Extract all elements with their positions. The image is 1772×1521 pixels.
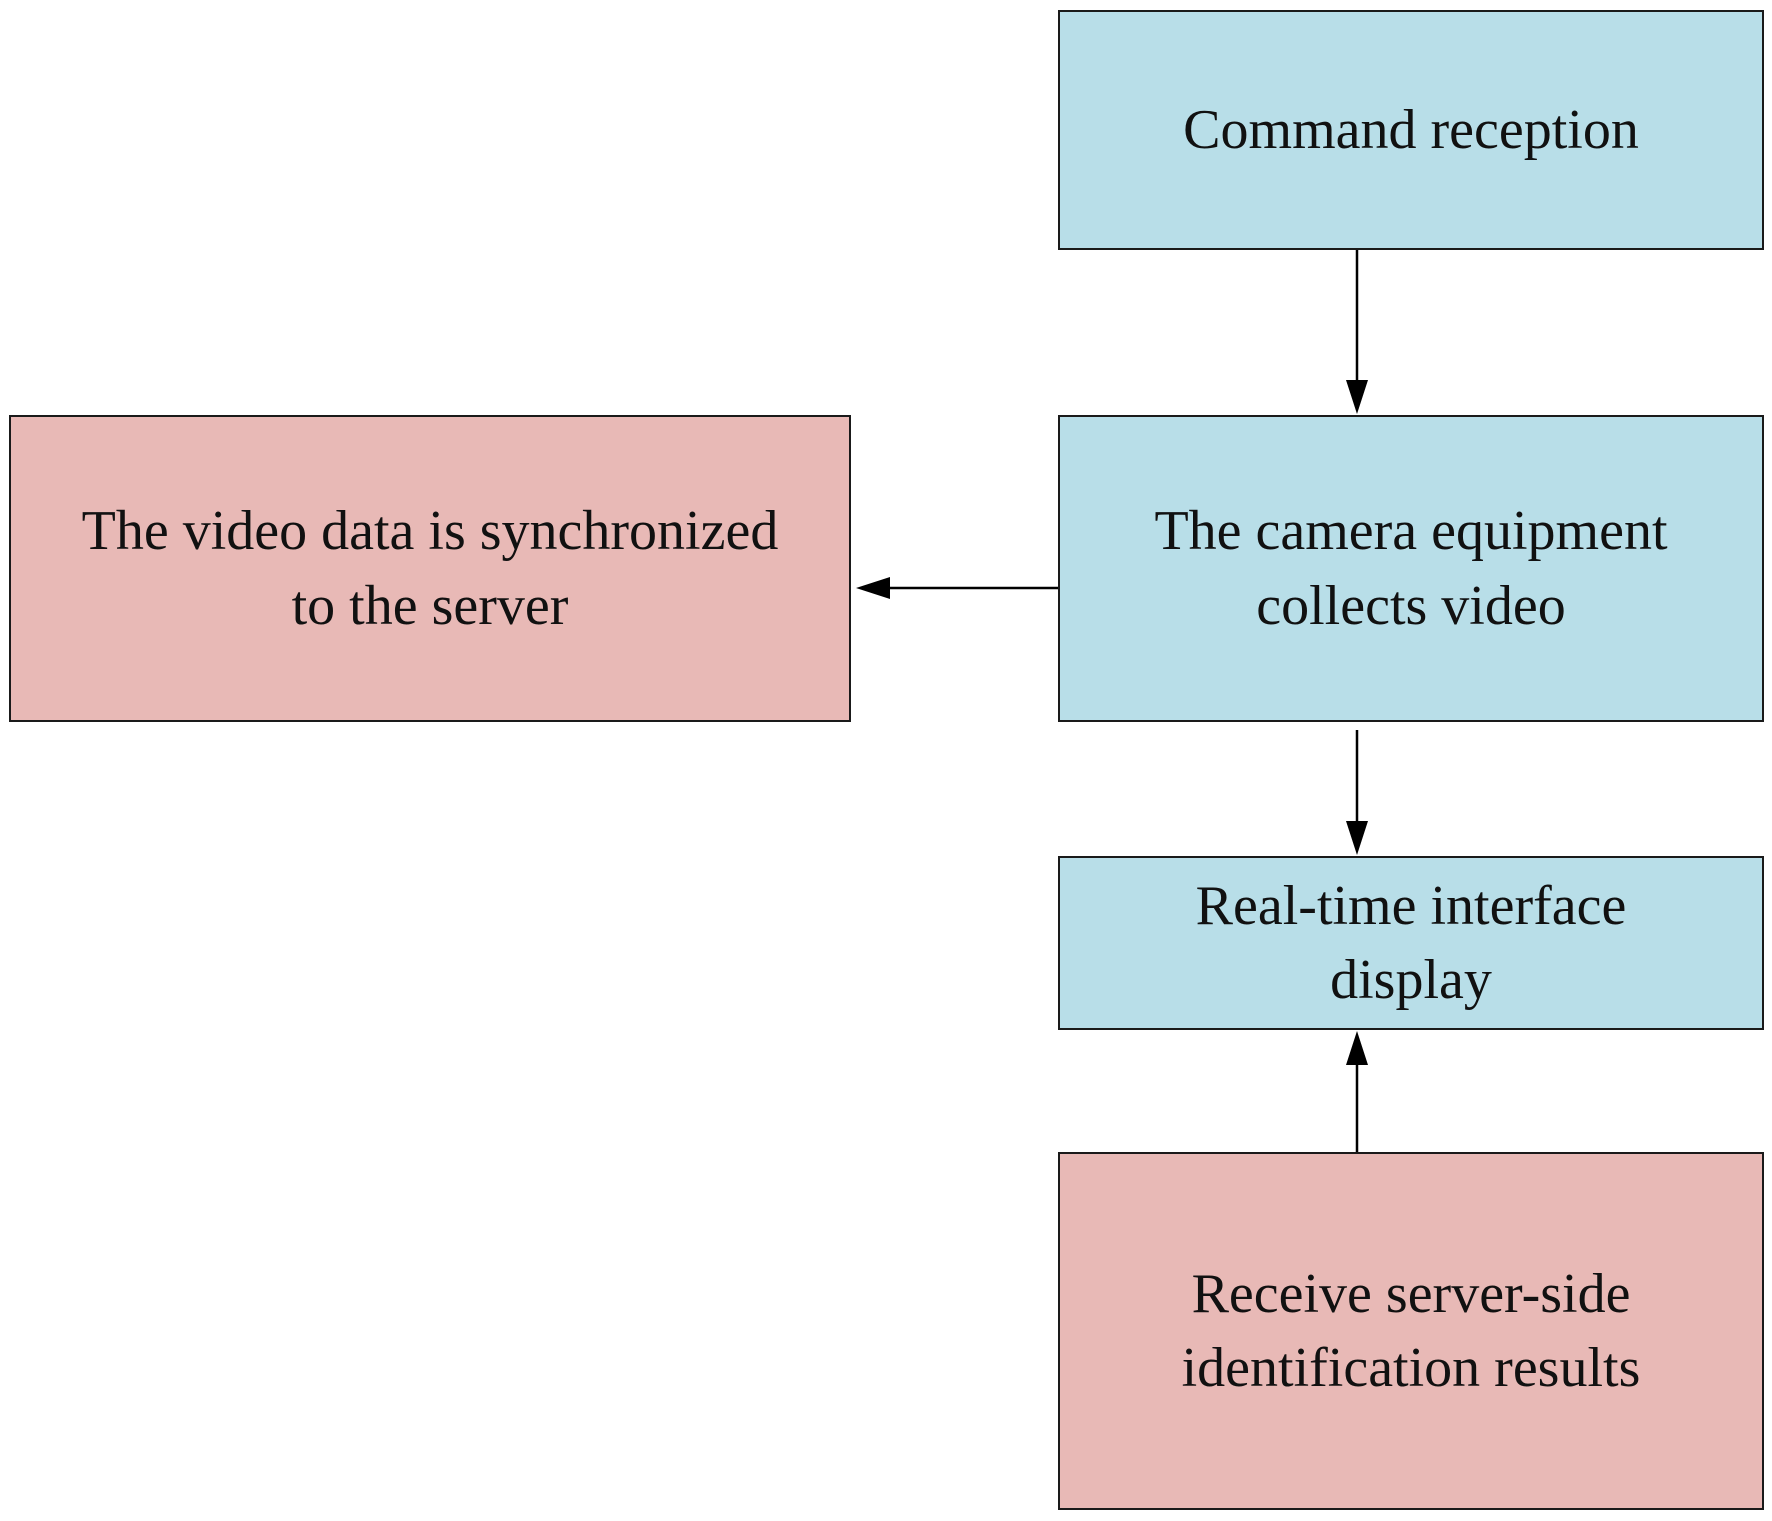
node-video-sync-line2: to the server [291, 574, 569, 637]
node-video-data-sync-label: The video data is synchronized to the se… [82, 494, 779, 643]
arrowhead-camera-to-display [1346, 821, 1368, 855]
node-camera-line1: The camera equipment [1154, 500, 1668, 563]
node-camera-line2: collects video [1256, 574, 1566, 637]
arrowhead-command-to-camera [1346, 380, 1368, 414]
arrowhead-receive-to-display [1346, 1031, 1368, 1065]
node-camera-collects-video-label: The camera equipment collects video [1154, 494, 1667, 643]
node-video-sync-line1: The video data is synchronized [81, 500, 779, 563]
node-video-data-sync: The video data is synchronized to the se… [9, 415, 851, 722]
arrowhead-camera-to-video-sync [856, 577, 890, 599]
node-receive-line2: identification results [1181, 1337, 1641, 1399]
node-realtime-display-label: Real-time interface display [1196, 869, 1627, 1018]
node-receive-results-label: Receive server-side identification resul… [1182, 1257, 1641, 1406]
node-command-reception-line1: Command reception [1183, 98, 1639, 161]
node-receive-line1: Receive server-side [1191, 1262, 1631, 1325]
node-command-reception-label: Command reception [1183, 93, 1639, 167]
node-display-line1: Real-time interface [1195, 874, 1627, 937]
node-command-reception: Command reception [1058, 10, 1764, 250]
node-camera-collects-video: The camera equipment collects video [1058, 415, 1764, 722]
node-display-line2: display [1330, 949, 1492, 1011]
node-realtime-display: Real-time interface display [1058, 856, 1764, 1030]
node-receive-results: Receive server-side identification resul… [1058, 1152, 1764, 1510]
